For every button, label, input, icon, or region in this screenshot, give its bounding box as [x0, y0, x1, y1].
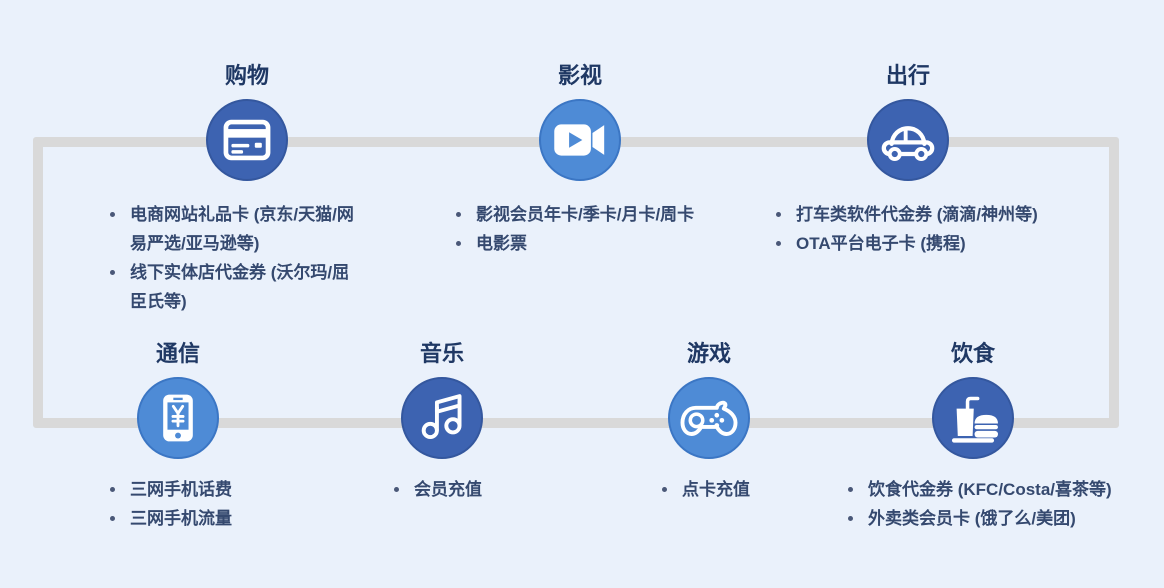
- section-telecom: 通信: [137, 339, 219, 459]
- section-title-shopping: 购物: [224, 63, 269, 88]
- section-shopping: 购物: [206, 61, 288, 181]
- section-title-video: 影视: [557, 63, 602, 88]
- bullet-dot: [776, 212, 781, 217]
- section-title-telecom: 通信: [155, 341, 200, 366]
- list-item-text: OTA平台电子卡 (携程): [796, 234, 966, 253]
- section-title-travel: 出行: [885, 63, 930, 88]
- gamepad-icon: [668, 377, 750, 459]
- list-item: 三网手机流量: [106, 504, 366, 533]
- travel-list: 打车类软件代金券 (滴滴/神州等) OTA平台电子卡 (携程): [772, 200, 1112, 258]
- list-item: 外卖类会员卡 (饿了么/美团): [844, 504, 1164, 533]
- section-title-music: 音乐: [419, 341, 464, 366]
- section-video: 影视: [539, 61, 621, 181]
- telecom-list: 三网手机话费 三网手机流量: [106, 475, 366, 533]
- section-music: 音乐: [401, 339, 483, 459]
- list-item-text: 打车类软件代金券 (滴滴/神州等): [796, 205, 1038, 224]
- food-list: 饮食代金券 (KFC/Costa/喜茶等) 外卖类会员卡 (饿了么/美团): [844, 475, 1164, 533]
- section-travel: 出行: [867, 61, 949, 181]
- section-food: 饮食: [932, 339, 1014, 459]
- bullet-dot: [394, 487, 399, 492]
- list-item-text: 外卖类会员卡 (饿了么/美团): [868, 509, 1076, 528]
- bullet-dot: [776, 241, 781, 246]
- credit-card-icon: [206, 99, 288, 181]
- bullet-dot: [110, 212, 115, 217]
- bullet-dot: [848, 487, 853, 492]
- list-item-text: 电影票: [476, 234, 527, 253]
- bullet-dot: [662, 487, 667, 492]
- bullet-dot: [848, 516, 853, 521]
- list-item: 打车类软件代金券 (滴滴/神州等): [772, 200, 1112, 229]
- section-title-food: 饮食: [950, 341, 995, 366]
- list-item-text: 三网手机流量: [130, 509, 232, 528]
- list-item: 饮食代金券 (KFC/Costa/喜茶等): [844, 475, 1164, 504]
- list-item-text: 线下实体店代金券 (沃尔玛/屈臣氏等): [130, 263, 350, 311]
- section-games: 游戏: [668, 339, 750, 459]
- list-item-text: 饮食代金券 (KFC/Costa/喜茶等): [868, 480, 1112, 499]
- phone-yuan-icon: [137, 377, 219, 459]
- car-icon: [867, 99, 949, 181]
- games-list: 点卡充值: [658, 475, 878, 504]
- music-note-icon: [401, 377, 483, 459]
- list-item-text: 点卡充值: [682, 480, 750, 499]
- list-item-text: 电商网站礼品卡 (京东/天猫/网易严选/亚马逊等): [130, 205, 354, 253]
- list-item-text: 会员充值: [414, 480, 482, 499]
- bullet-dot: [110, 516, 115, 521]
- music-list: 会员充值: [390, 475, 610, 504]
- list-item-text: 影视会员年卡/季卡/月卡/周卡: [476, 205, 695, 224]
- list-item-text: 三网手机话费: [130, 480, 232, 499]
- list-item: 电影票: [452, 229, 772, 258]
- video-camera-icon: [539, 99, 621, 181]
- food-drink-icon: [932, 377, 1014, 459]
- list-item: 点卡充值: [658, 475, 878, 504]
- list-item: 会员充值: [390, 475, 610, 504]
- list-item: 线下实体店代金券 (沃尔玛/屈臣氏等): [106, 258, 358, 316]
- list-item: OTA平台电子卡 (携程): [772, 229, 1112, 258]
- section-title-games: 游戏: [686, 341, 731, 366]
- shopping-list: 电商网站礼品卡 (京东/天猫/网易严选/亚马逊等) 线下实体店代金券 (沃尔玛/…: [106, 200, 358, 316]
- video-list: 影视会员年卡/季卡/月卡/周卡 电影票: [452, 200, 772, 258]
- bullet-dot: [110, 487, 115, 492]
- list-item: 电商网站礼品卡 (京东/天猫/网易严选/亚马逊等): [106, 200, 358, 258]
- list-item: 影视会员年卡/季卡/月卡/周卡: [452, 200, 772, 229]
- bullet-dot: [456, 241, 461, 246]
- bullet-dot: [110, 270, 115, 275]
- list-item: 三网手机话费: [106, 475, 366, 504]
- bullet-dot: [456, 212, 461, 217]
